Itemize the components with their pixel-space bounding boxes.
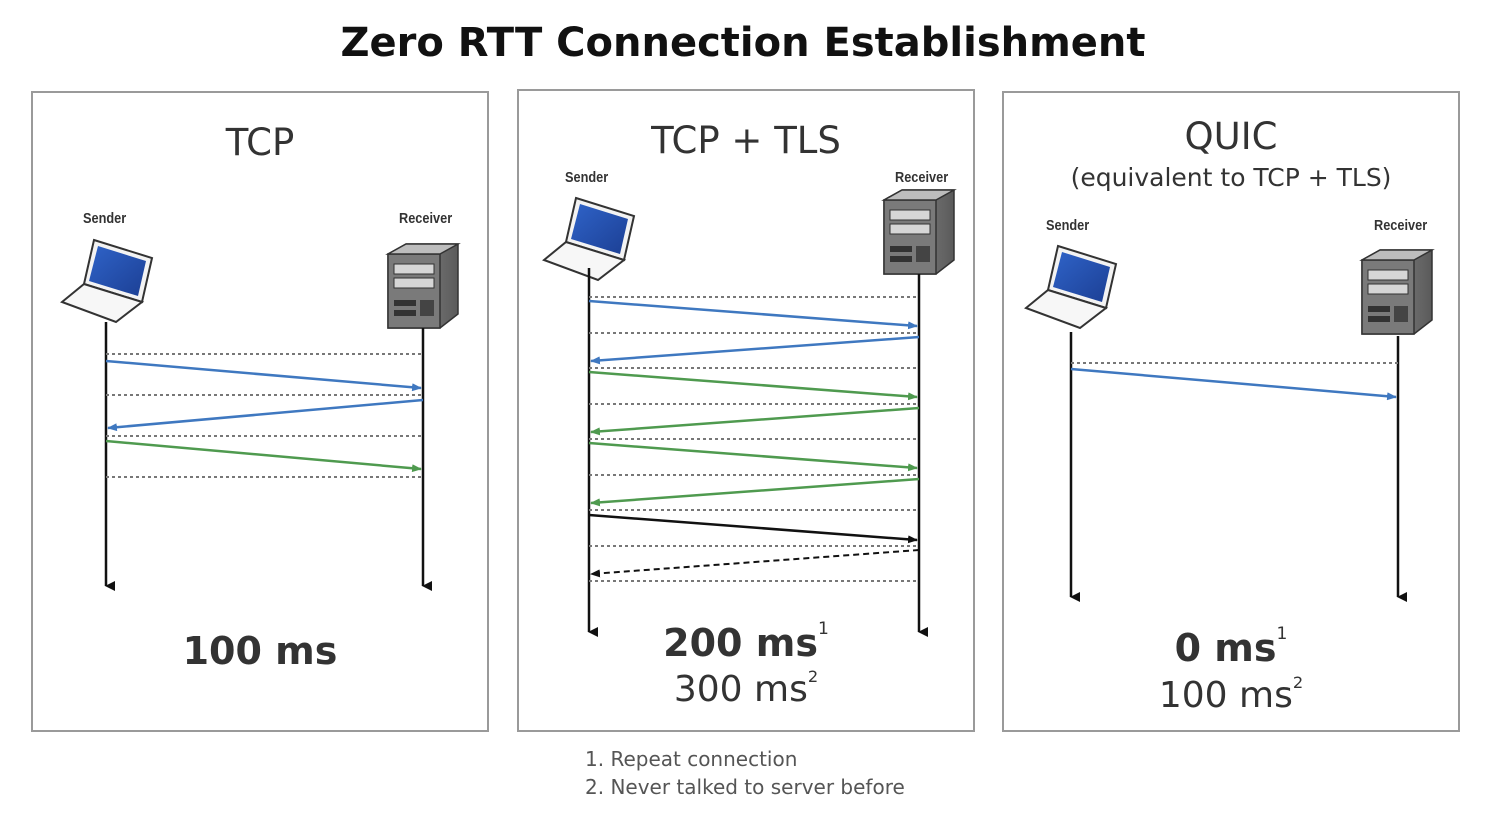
footnotes: 1. Repeat connection 2. Never talked to …	[585, 745, 905, 801]
tcp-tls-diagram	[543, 189, 955, 637]
panel-tcp: TCP Sender Receiver 100 ms	[31, 91, 489, 732]
ack-arrow	[105, 439, 422, 473]
panel-title: QUIC	[1184, 115, 1278, 158]
server-hello-arrow	[590, 406, 920, 436]
sender-label: Sender	[83, 210, 127, 227]
receiver-label: Receiver	[399, 210, 453, 227]
request-arrow	[1070, 367, 1397, 401]
response-arrow	[590, 549, 920, 578]
footnote-marker: 2	[1292, 673, 1304, 692]
server-icon	[1361, 249, 1433, 335]
page-title: Zero RTT Connection Establishment	[340, 20, 1146, 66]
latency-sub: 100 ms2	[1158, 673, 1304, 716]
tcp-diagram	[61, 239, 459, 591]
syn-ack-arrow	[107, 398, 424, 432]
sender-label: Sender	[1046, 217, 1090, 234]
panel-title: TCP	[225, 121, 295, 164]
laptop-icon	[543, 197, 635, 281]
footnote-marker: 2	[807, 667, 819, 686]
receiver-label: Receiver	[895, 169, 949, 186]
sender-label: Sender	[565, 169, 609, 186]
footnote-1: 1. Repeat connection	[585, 747, 798, 771]
syn-arrow	[105, 359, 422, 392]
latency-main: 100 ms	[182, 629, 338, 673]
panel-quic: QUIC (equivalent to TCP + TLS) Sender Re…	[1002, 91, 1460, 732]
latency-main: 200 ms1	[663, 619, 829, 665]
key-exchange-arrow	[588, 441, 918, 472]
rtt-dividers	[106, 353, 423, 478]
quic-diagram	[1025, 245, 1433, 602]
laptop-icon	[1025, 245, 1117, 329]
footnote-marker: 1	[1276, 624, 1288, 644]
syn-arrow	[588, 299, 918, 330]
latency-sub: 300 ms2	[673, 667, 819, 710]
syn-ack-arrow	[590, 335, 920, 365]
server-icon	[387, 243, 459, 329]
latency-main: 0 ms1	[1174, 624, 1288, 670]
client-hello-arrow	[588, 370, 918, 401]
rtt-dividers	[589, 296, 919, 582]
request-arrow	[588, 513, 918, 544]
finished-arrow	[590, 477, 920, 507]
server-icon	[883, 189, 955, 275]
laptop-icon	[61, 239, 153, 323]
panel-subtitle: (equivalent to TCP + TLS)	[1070, 163, 1392, 192]
footnote-marker: 1	[817, 619, 829, 639]
receiver-label: Receiver	[1374, 217, 1428, 234]
footnote-2: 2. Never talked to server before	[585, 775, 905, 799]
panel-title: TCP + TLS	[651, 119, 841, 162]
